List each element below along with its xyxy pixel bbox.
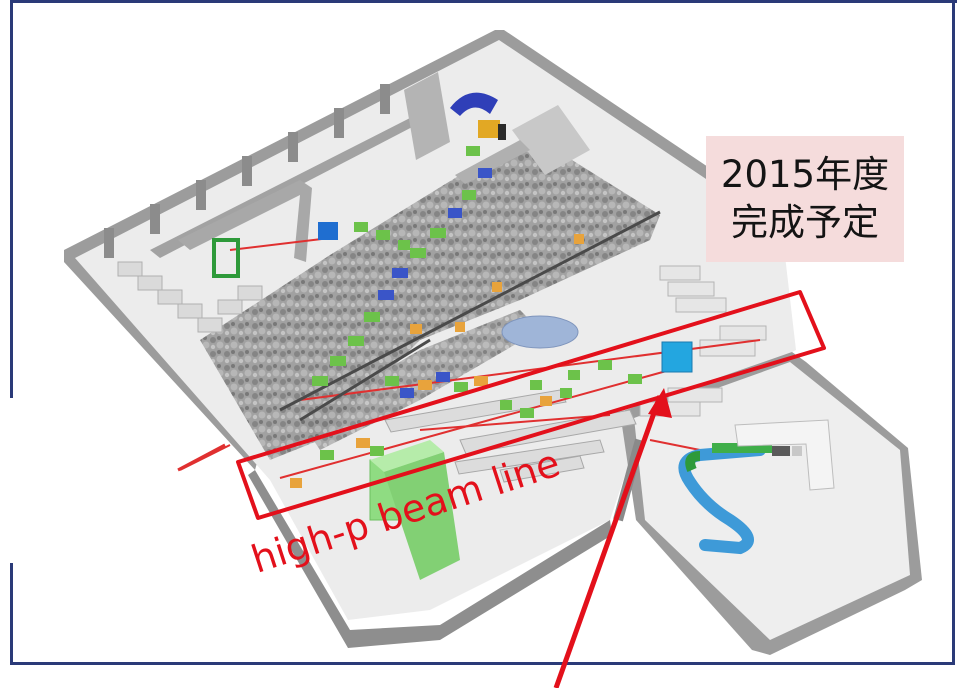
cylindrical-magnet xyxy=(501,315,579,349)
pipe-markers xyxy=(410,234,584,334)
beam-stub xyxy=(177,443,226,472)
frame-left-line-lower xyxy=(10,563,13,665)
completion-schedule-note: 2015年度 完成予定 xyxy=(706,136,904,262)
frame-top-line xyxy=(10,0,957,3)
red-arrow xyxy=(553,395,663,688)
shield-blocks-right xyxy=(639,265,767,417)
green-block-front xyxy=(384,452,460,580)
magnets-lower-line xyxy=(290,360,642,488)
red-arrow-head xyxy=(648,388,672,418)
shield-blocks-left xyxy=(117,261,263,333)
back-wall-buttresses xyxy=(104,84,390,258)
completion-note-line1: 2015年度 xyxy=(720,153,890,196)
highlight-box xyxy=(236,290,826,520)
frame-left-line-upper xyxy=(10,0,13,398)
interior-block-right xyxy=(512,105,590,175)
beam-pipes xyxy=(279,210,661,422)
magnets-diagonal xyxy=(312,146,492,386)
green-block-top xyxy=(370,440,444,472)
upper-spectrometer xyxy=(450,92,506,140)
completion-note-line2: 完成予定 xyxy=(731,201,879,244)
blue-magnet-block xyxy=(318,222,338,240)
interior-wall-left-room xyxy=(178,180,312,262)
green-frame-detector xyxy=(212,238,240,278)
annex-floor xyxy=(634,362,910,640)
interior-wall-right xyxy=(455,140,530,184)
s-curved-beamline xyxy=(678,419,835,555)
frame-right-line xyxy=(952,0,955,665)
target-detector xyxy=(661,341,693,373)
interior-block-upper xyxy=(404,72,450,160)
frame-bottom-line xyxy=(10,662,955,665)
